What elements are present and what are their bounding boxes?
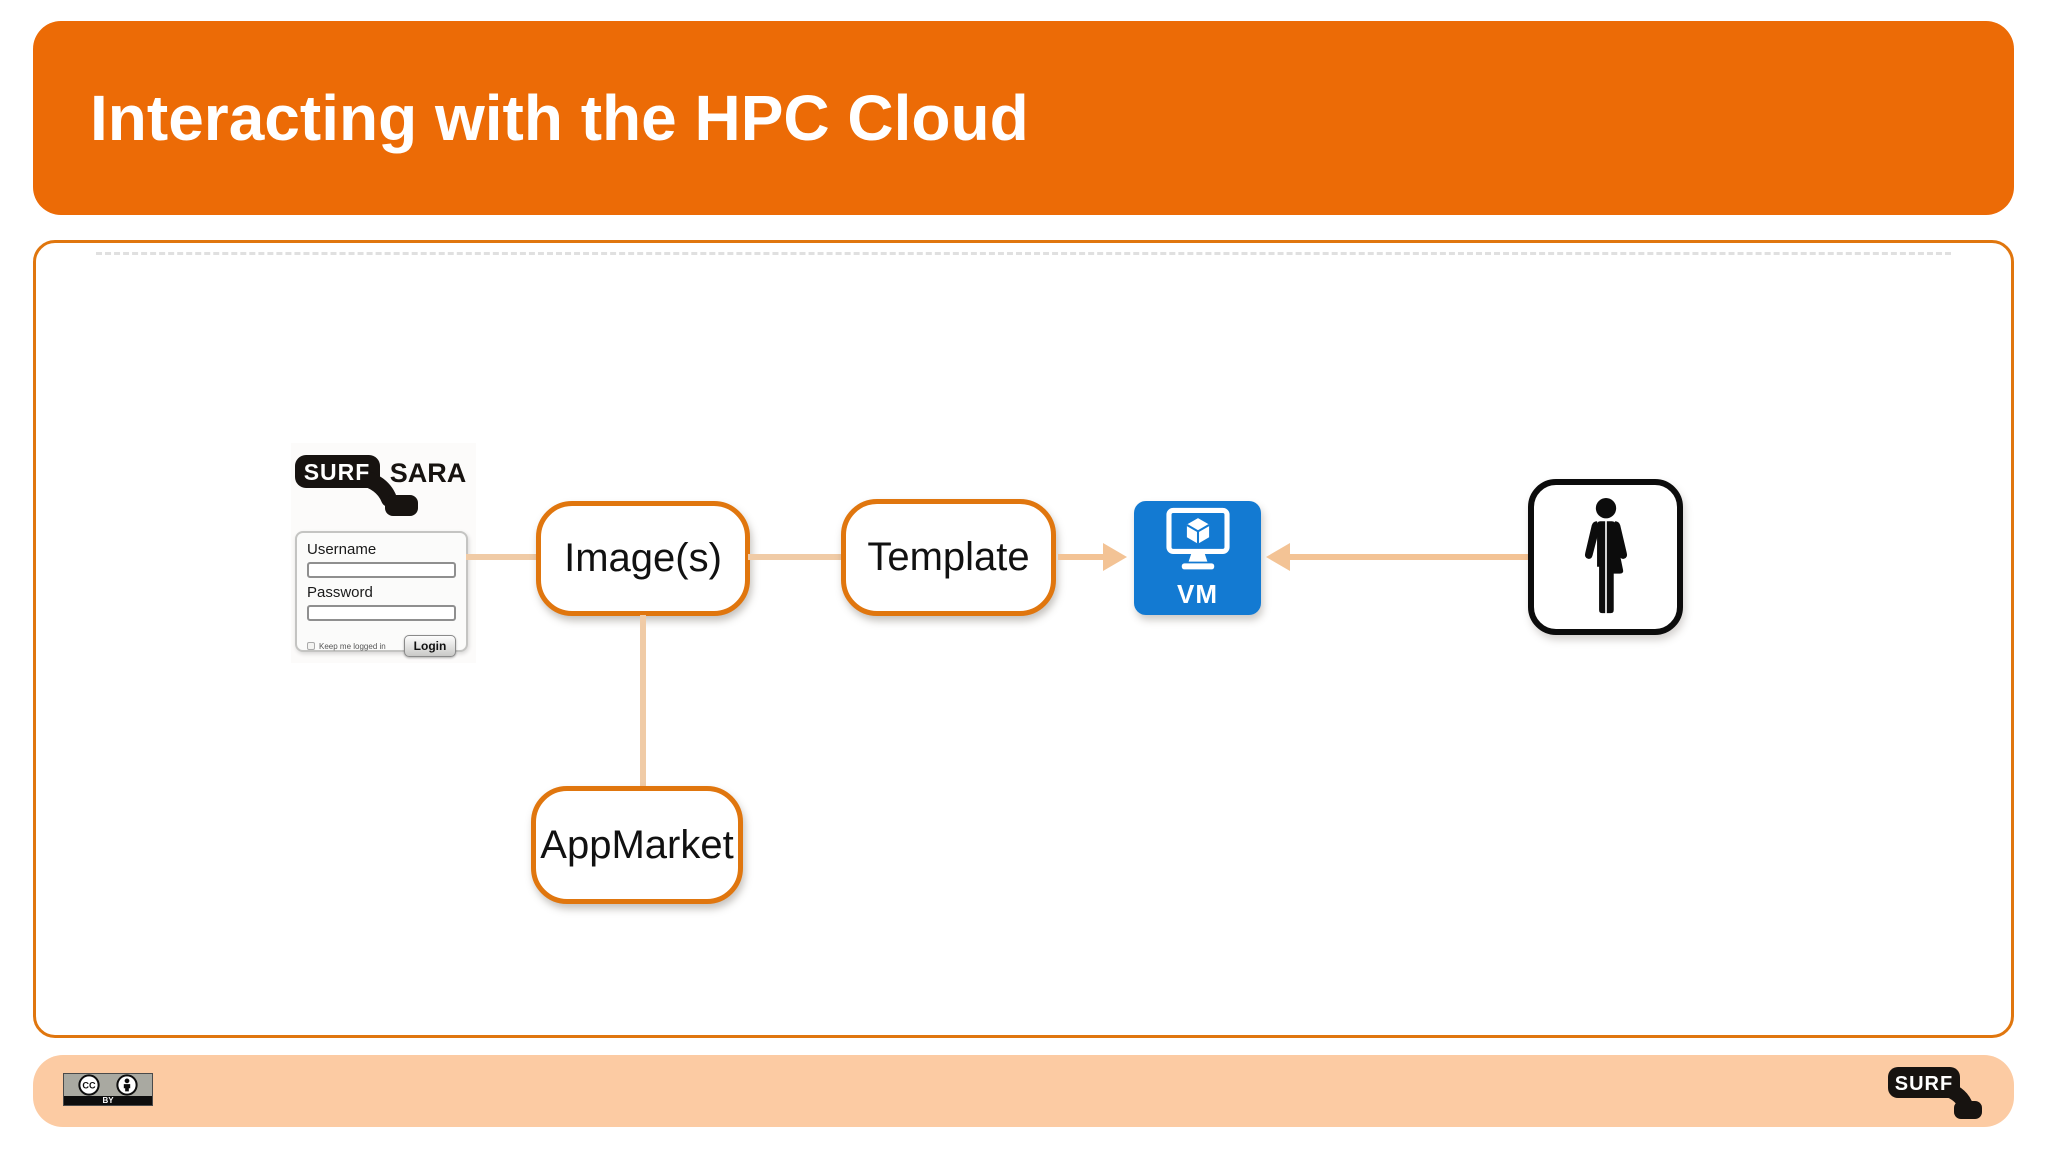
vm-monitor-icon bbox=[1165, 507, 1230, 569]
connector-login-images bbox=[466, 554, 538, 560]
svg-text:CC: CC bbox=[82, 1081, 96, 1091]
username-field[interactable] bbox=[307, 562, 456, 578]
logo-sara-text: SARA bbox=[390, 458, 467, 488]
cc-icon: CC bbox=[78, 1074, 100, 1096]
surf-logo-text: SURF bbox=[1895, 1073, 1953, 1095]
node-appmarket-label: AppMarket bbox=[540, 822, 734, 867]
remember-me[interactable]: Keep me logged in bbox=[307, 642, 386, 651]
password-label: Password bbox=[307, 584, 373, 601]
arrow-template-vm-line bbox=[1058, 554, 1106, 560]
node-user bbox=[1528, 479, 1683, 635]
all-gender-person-icon bbox=[1584, 498, 1627, 614]
login-form: Username Password Keep me logged in Logi… bbox=[295, 531, 468, 657]
connector-images-appmarket bbox=[640, 615, 646, 787]
node-appmarket: AppMarket bbox=[531, 786, 743, 904]
cc-by-person-icon bbox=[116, 1074, 138, 1096]
page-title: Interacting with the HPC Cloud bbox=[90, 82, 1029, 154]
remember-label: Keep me logged in bbox=[319, 641, 386, 651]
logo-surf-text: SURF bbox=[304, 459, 371, 485]
node-vm: VM bbox=[1134, 501, 1261, 615]
remember-checkbox[interactable] bbox=[307, 642, 315, 650]
node-images: Image(s) bbox=[536, 501, 750, 616]
cc-by-license-badge: CC BY bbox=[63, 1073, 153, 1106]
slide-header: Interacting with the HPC Cloud bbox=[33, 21, 2014, 215]
arrow-person-vm-head bbox=[1266, 543, 1290, 571]
cc-by-label: BY bbox=[102, 1095, 114, 1105]
divider bbox=[96, 252, 1951, 255]
node-template-label: Template bbox=[867, 535, 1030, 579]
slide-footer: CC BY SURF bbox=[33, 1055, 2014, 1127]
login-button[interactable]: Login bbox=[404, 635, 456, 657]
login-screenshot: SURF SARA Username Password Keep me logg… bbox=[291, 443, 476, 663]
node-template: Template bbox=[841, 499, 1056, 616]
content-panel: SURF SARA Username Password Keep me logg… bbox=[33, 240, 2014, 1038]
password-field[interactable] bbox=[307, 605, 456, 621]
connector-images-template bbox=[748, 554, 843, 560]
arrow-person-vm-line bbox=[1288, 554, 1528, 560]
arrow-template-vm-head bbox=[1103, 543, 1127, 571]
surfsara-logo: SURF SARA bbox=[295, 455, 467, 516]
node-images-label: Image(s) bbox=[564, 536, 722, 580]
surf-logo: SURF bbox=[1888, 1067, 1982, 1119]
username-label: Username bbox=[307, 541, 377, 558]
vm-label: VM bbox=[1177, 578, 1218, 609]
